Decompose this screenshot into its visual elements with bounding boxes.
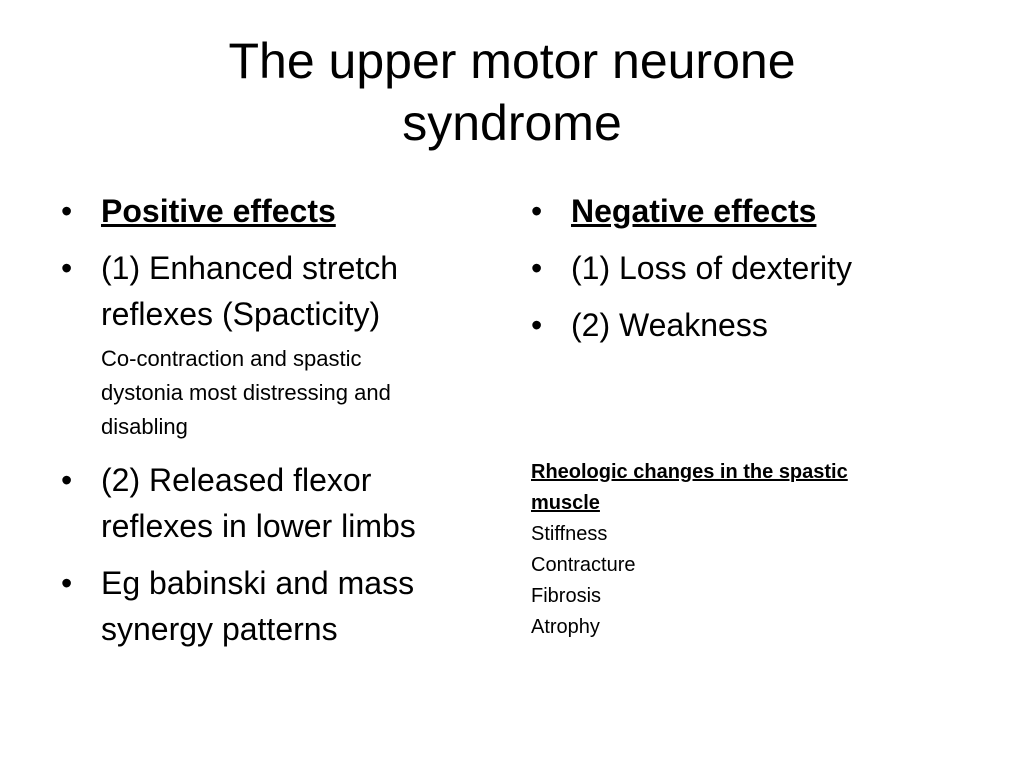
rheologic-item-stiffness: Stiffness — [531, 523, 608, 545]
positive-effects-heading: Positive effects — [101, 193, 336, 229]
rheologic-item-atrophy: Atrophy — [531, 616, 600, 638]
positive-effect-1-line-1: (1) Enhanced stretch — [101, 250, 399, 286]
rheologic-item-contracture: Contracture — [531, 554, 636, 576]
positive-effect-2-line-1: (2) Released flexor — [101, 462, 372, 498]
positive-effect-3-line-2: synergy patterns — [101, 611, 338, 647]
bullet-icon: • — [531, 193, 543, 229]
rheologic-item-fibrosis: Fibrosis — [531, 585, 602, 607]
slide-title-line-2: syndrome — [402, 95, 622, 151]
rheologic-heading-line-1: Rheologic changes in the spastic — [531, 461, 848, 483]
positive-effect-stretch-reflexes: • (1) Enhanced stretch reflexes (Spactic… — [55, 245, 505, 337]
negative-effects-heading-item: • Negative effects — [525, 188, 965, 234]
positive-effect-flexor-reflexes: • (2) Released flexor reflexes in lower … — [55, 457, 505, 549]
rheologic-changes-block: Rheologic changes in the spastic muscle … — [531, 457, 971, 643]
negative-effect-1: (1) Loss of dexterity — [571, 250, 852, 286]
rheologic-heading-line-2: muscle — [531, 492, 600, 514]
rheologic-heading: Rheologic changes in the spastic muscle — [531, 457, 971, 519]
note-line-1: Co-contraction and spastic — [101, 346, 362, 371]
positive-effects-heading-item: • Positive effects — [55, 188, 505, 234]
positive-effects-column: • Positive effects • (1) Enhanced stretc… — [55, 188, 505, 663]
co-contraction-note: Co-contraction and spastic dystonia most… — [55, 342, 505, 444]
bullet-icon: • — [531, 307, 543, 343]
negative-effect-dexterity: • (1) Loss of dexterity — [525, 245, 965, 291]
negative-effects-heading: Negative effects — [571, 193, 817, 229]
bullet-icon: • — [61, 250, 73, 286]
negative-effects-column: • Negative effects • (1) Loss of dexteri… — [525, 188, 965, 359]
note-line-2: dystonia most distressing and — [101, 380, 391, 405]
bullet-icon: • — [61, 462, 73, 498]
bullet-icon: • — [531, 250, 543, 286]
note-line-3: disabling — [101, 414, 188, 439]
slide-title-line-1: The upper motor neurone — [228, 33, 796, 89]
negative-effect-weakness: • (2) Weakness — [525, 302, 965, 348]
positive-effect-babinski-example: • Eg babinski and mass synergy patterns — [55, 560, 505, 652]
negative-effect-2: (2) Weakness — [571, 307, 768, 343]
bullet-icon: • — [61, 193, 73, 229]
positive-effect-2-line-2: reflexes in lower limbs — [101, 508, 416, 544]
positive-effect-1-line-2: reflexes (Spacticity) — [101, 296, 381, 332]
bullet-icon: • — [61, 565, 73, 601]
positive-effect-3-line-1: Eg babinski and mass — [101, 565, 415, 601]
slide-title: The upper motor neurone syndrome — [0, 30, 1024, 154]
